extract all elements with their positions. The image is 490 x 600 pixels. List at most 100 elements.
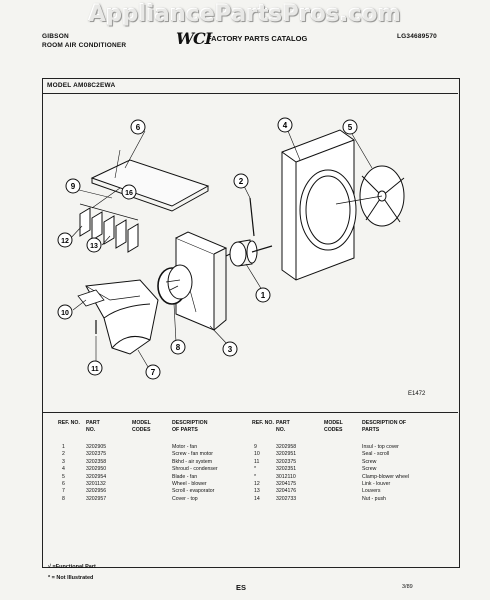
part-cell: 3204175: [276, 481, 297, 487]
part-cell: 3202733: [276, 495, 297, 502]
desc-cell: Louvers: [362, 488, 381, 495]
table-row: 7 3202956 Scroll - evaporator: [48, 488, 248, 495]
desc-cell: Link - louver: [362, 481, 391, 487]
desc-cell: Insul - top cover: [362, 444, 399, 450]
header-ref-right: REF. NO.: [252, 420, 274, 426]
table-row: 1 3202905 Motor - fan: [48, 444, 248, 451]
product-label: ROOM AIR CONDITIONER: [42, 42, 127, 49]
table-divider: [42, 412, 458, 413]
catalog-number: LG34689570: [397, 33, 437, 40]
part-cell: 3202905: [86, 444, 107, 450]
desc-cell: Blade - fan: [172, 473, 198, 480]
parts-table: REF. NO. PART NO. MODEL CODES DESCRIPTIO…: [48, 420, 448, 560]
header-desc: DESCRIPTION OF PARTS: [172, 420, 208, 434]
table-row: 9 3202958 Insul - top cover: [244, 444, 444, 451]
page-code: ES: [236, 583, 247, 592]
revision-date: 3/89: [402, 584, 413, 590]
ref-cell: 3: [62, 458, 65, 465]
table-row: 10 3202951 Seal - scroll: [244, 451, 444, 458]
ref-cell: 6: [62, 481, 65, 487]
model-label: MODEL AM08C2EWA: [47, 82, 116, 89]
desc-cell: Screw: [362, 458, 377, 465]
table-row: 4 3202950 Shroud - condenser: [48, 466, 248, 473]
desc-cell: Motor - fan: [172, 444, 198, 450]
ref-cell: 1: [62, 444, 65, 450]
callout-6: 6: [136, 123, 141, 132]
callout-10: 10: [61, 310, 69, 317]
desc-cell: Scroll - evaporator: [172, 488, 215, 495]
ref-cell: 5: [62, 473, 65, 480]
header-part-right: PART NO.: [276, 420, 290, 434]
note-functional: √ =Functional Part: [48, 564, 96, 570]
callout-13: 13: [90, 243, 98, 250]
part-cell: 3202950: [86, 466, 107, 473]
desc-cell: Clamp-blower wheel: [362, 473, 409, 480]
desc-cell: Screw: [362, 466, 377, 473]
desc-cell: Shroud - condenser: [172, 466, 218, 473]
part-cell: 3202954: [86, 473, 107, 480]
ref-cell: 4: [62, 466, 65, 473]
desc-cell: Cover - top: [172, 495, 198, 502]
part-cell: 3202958: [276, 444, 297, 450]
callout-11: 11: [91, 366, 99, 373]
table-row: 6 3201132 Wheel - blower: [48, 481, 248, 488]
table-row: 5 3202954 Blade - fan: [48, 474, 248, 481]
table-row: 3 3202358 Bkhd - air system: [48, 459, 248, 466]
callout-9: 9: [71, 182, 76, 191]
callout-12: 12: [61, 238, 69, 245]
part-cell: 3202358: [86, 458, 107, 465]
header-model: MODEL CODES: [132, 420, 151, 434]
catalog-title: FACTORY PARTS CATALOG: [207, 34, 308, 43]
brand-label: GIBSON: [42, 33, 69, 40]
desc-cell: Seal - scroll: [362, 451, 390, 458]
ref-cell: 9: [254, 444, 257, 450]
callout-4: 4: [283, 121, 288, 130]
desc-cell: Wheel - blower: [172, 481, 207, 487]
ref-cell: 8: [62, 495, 65, 502]
callout-3: 3: [228, 345, 233, 354]
part-cell: 3202951: [276, 451, 297, 458]
desc-cell: Nut - push: [362, 495, 386, 502]
table-row: 13 3204176 Louvers: [244, 488, 444, 495]
ref-cell: 7: [62, 488, 65, 495]
watermark-text: AppliancePartsPros.com: [88, 2, 402, 27]
callout-7: 7: [151, 368, 156, 377]
part-cell: 3204176: [276, 488, 297, 495]
callout-1: 1: [261, 291, 266, 300]
ref-cell: 11: [254, 458, 260, 465]
header-desc-right: DESCRIPTION OF PARTS: [362, 420, 407, 434]
table-row: 8 3202957 Cover - top: [48, 496, 248, 503]
part-cell: 3202375: [86, 451, 107, 458]
table-row: 12 3204175 Link - louver: [244, 481, 444, 488]
part-cell: 3202375: [276, 458, 297, 465]
table-row: * 3012110 Clamp-blower wheel: [244, 474, 444, 481]
part-cell: 3202957: [86, 495, 107, 502]
part-cell: 3202351: [276, 466, 297, 473]
diagram-code: E1472: [408, 391, 426, 397]
wci-logo: WCI: [176, 29, 212, 48]
ref-cell: 10: [254, 451, 260, 458]
callout-8: 8: [176, 343, 181, 352]
header-model-right: MODEL CODES: [324, 420, 343, 434]
table-row: 11 3202375 Screw: [244, 459, 444, 466]
desc-cell: Bkhd - air system: [172, 458, 213, 465]
note-not-illustrated: * = Not Illustrated: [48, 575, 94, 581]
callout-5: 5: [348, 123, 353, 132]
part-cell: 3202956: [86, 488, 107, 495]
part-cell: 3201132: [86, 481, 106, 487]
ref-cell: 13: [254, 488, 260, 495]
part-cell: 3012110: [276, 473, 296, 480]
model-divider: [42, 93, 458, 94]
ref-cell: 2: [62, 451, 65, 458]
callout-2: 2: [239, 177, 244, 186]
header-ref: REF. NO.: [58, 420, 80, 426]
header-part: PART NO.: [86, 420, 100, 434]
ref-cell: *: [254, 473, 257, 480]
ref-cell: 12: [254, 481, 260, 487]
document-frame: [42, 78, 460, 568]
table-row: 14 3202733 Nut - push: [244, 496, 444, 503]
ref-cell: 14: [254, 495, 260, 502]
